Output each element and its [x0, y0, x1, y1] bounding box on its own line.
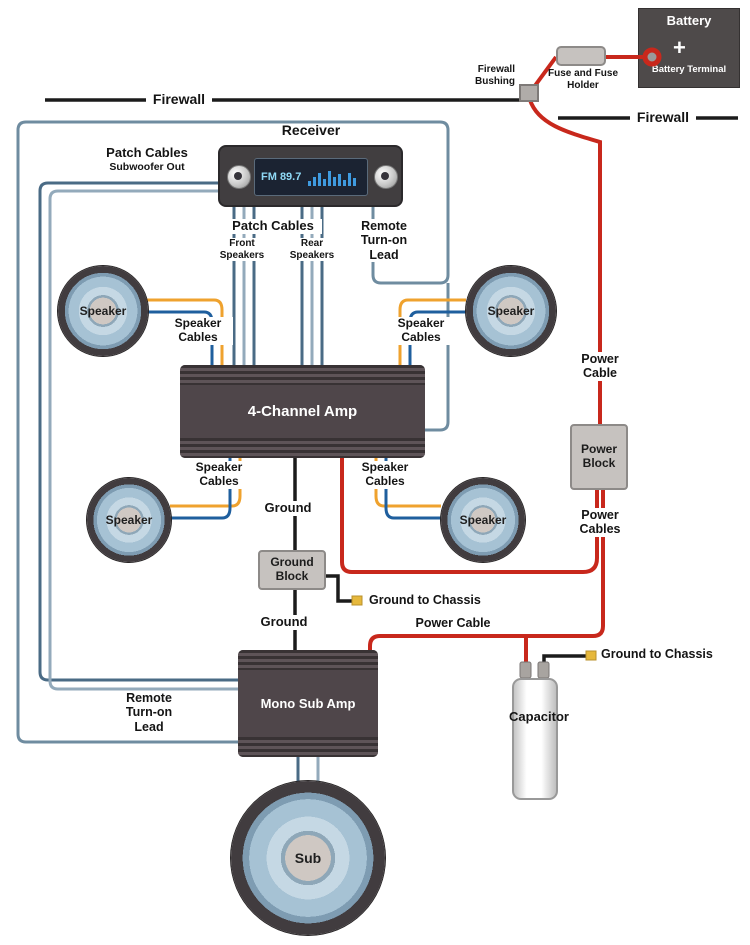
remote-lead-branch-wire — [425, 283, 450, 432]
patch-cables-subwoofer-label: Patch Cables Subwoofer Out — [100, 145, 194, 173]
power-cable-label-right: Power Cable — [572, 352, 628, 381]
speaker-cables-label-fl: Speaker Cables — [163, 316, 233, 345]
four-channel-amp: 4-Channel Amp — [180, 365, 425, 458]
four-channel-amp-label: 4-Channel Amp — [247, 403, 358, 420]
radio-frequency: FM 89.7 — [261, 171, 302, 183]
ground-to-chassis-label-2: Ground to Chassis — [601, 647, 713, 661]
capacitor-terminal-positive — [519, 661, 532, 679]
battery-terminal-label: Battery Terminal — [651, 64, 727, 75]
power-cable-label-bottom: Power Cable — [406, 616, 500, 631]
subwoofer: Sub — [231, 781, 385, 935]
power-block: Power Block — [570, 424, 628, 490]
front-speakers-label: Front Speakers — [212, 238, 272, 261]
receiver-display: FM 89.7 — [254, 158, 368, 196]
speaker-front-right: Speaker — [466, 266, 556, 356]
speaker-cable-rl-blue — [170, 458, 232, 520]
battery-plus-sign: + — [673, 35, 686, 60]
power-cable-to-power-block — [528, 99, 602, 424]
remote-turn-on-lead-wire — [16, 120, 450, 744]
volume-knob — [227, 165, 251, 189]
mono-sub-amp: Mono Sub Amp — [238, 650, 378, 757]
subwoofer-label: Sub — [294, 850, 322, 866]
fuse-holder-label: Fuse and Fuse Holder — [547, 68, 618, 91]
capacitor-terminal-ground — [537, 661, 550, 679]
patch-cables-subwoofer-line2: Subwoofer Out — [109, 160, 185, 173]
speaker-front-right-label: Speaker — [487, 304, 535, 318]
firewall-bushing — [519, 84, 539, 102]
firewall-bushing-label: Firewall Bushing — [475, 64, 515, 87]
receiver: FM 89.7 — [218, 145, 403, 207]
ground-to-chassis-label-1: Ground to Chassis — [368, 593, 520, 608]
capacitor — [512, 678, 558, 800]
ground-to-chassis-wire-1 — [326, 574, 354, 603]
power-cable-fuse-to-bushing — [532, 55, 558, 89]
battery-title: Battery — [666, 13, 712, 28]
speaker-cable-fl-orange — [146, 298, 224, 365]
speaker-rear-right: Speaker — [441, 478, 525, 562]
subwoofer-patch-wire-1 — [38, 181, 238, 682]
remote-turn-on-lead-label-top: Remote Turn-on Lead — [347, 219, 421, 263]
speaker-front-left: Speaker — [58, 266, 148, 356]
capacitor-label: Capacitor — [509, 709, 569, 724]
power-cable-to-mono-amp — [368, 490, 605, 650]
speaker-rear-left-label: Speaker — [105, 513, 153, 527]
receiver-title: Receiver — [281, 122, 341, 138]
speaker-rear-right-label: Speaker — [459, 513, 507, 527]
fuse-holder — [556, 46, 606, 66]
speaker-cable-rr-orange — [374, 458, 441, 508]
speaker-cable-rr-blue — [384, 458, 441, 520]
battery-terminal-icon — [642, 47, 662, 67]
speaker-front-left-label: Speaker — [79, 304, 127, 318]
speaker-cable-rl-orange — [170, 458, 242, 508]
ground-to-chassis-wire-2 — [542, 654, 588, 662]
chassis-lug-2 — [585, 650, 597, 661]
power-cable-to-4ch-amp — [340, 458, 599, 574]
speaker-cables-label-rr: Speaker Cables — [350, 460, 420, 489]
ground-label-1: Ground — [256, 500, 320, 516]
subwoofer-patch-wire-2 — [48, 189, 238, 691]
ground-label-2: Ground — [252, 614, 316, 630]
speaker-rear-left: Speaker — [87, 478, 171, 562]
firewall-label-left: Firewall — [146, 91, 212, 108]
firewall-label-right: Firewall — [630, 109, 696, 126]
ground-block: Ground Block — [258, 550, 326, 590]
speaker-cable-fr-orange — [398, 298, 466, 365]
equalizer-bars-icon — [308, 168, 357, 186]
speaker-cables-label-fr: Speaker Cables — [386, 316, 456, 345]
patch-cables-subwoofer-line1: Patch Cables — [106, 145, 188, 160]
rear-speakers-label: Rear Speakers — [282, 238, 342, 261]
mono-sub-amp-label: Mono Sub Amp — [260, 696, 356, 711]
power-cables-label: Power Cables — [569, 508, 631, 537]
patch-cables-label: Patch Cables — [224, 218, 322, 234]
remote-turn-on-lead-label-bottom: Remote Turn-on Lead — [110, 691, 188, 735]
tuning-knob — [374, 165, 398, 189]
speaker-cables-label-rl: Speaker Cables — [184, 460, 254, 489]
chassis-lug-1 — [351, 595, 363, 606]
